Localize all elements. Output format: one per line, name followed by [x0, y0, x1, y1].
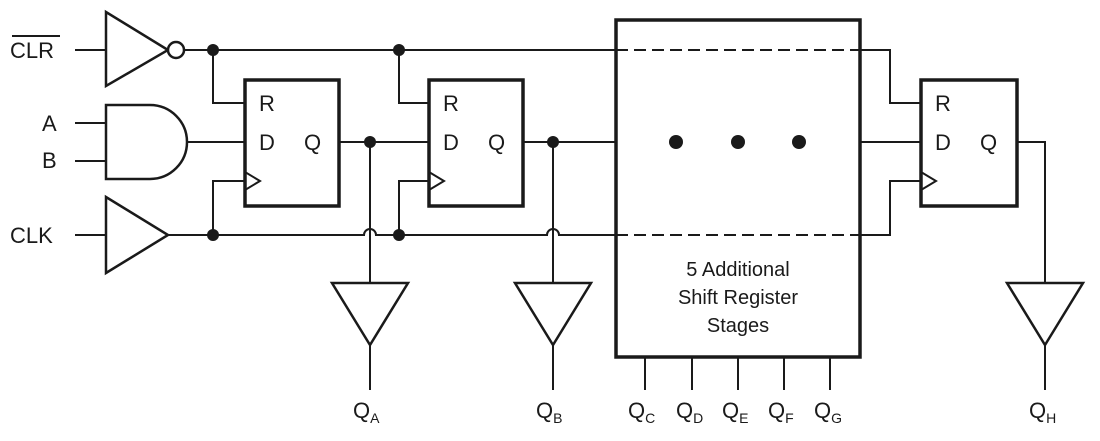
stages-label-line1: 5 Additional	[686, 259, 789, 281]
input-label-clk: CLK	[10, 223, 53, 248]
output-label-qa: QA	[353, 398, 380, 426]
output-label-qh: QH	[1029, 398, 1056, 426]
qh-output-buffer	[1004, 281, 1086, 348]
clk-to-ff2-wire	[398, 180, 429, 235]
stages-label-line2: Shift Register	[678, 287, 798, 309]
ff2-pin-d: D	[443, 130, 459, 155]
junction-dot	[393, 229, 405, 241]
junction-dot	[207, 229, 219, 241]
input-label-a: A	[42, 111, 57, 136]
clk-bus	[168, 228, 616, 236]
clr-buffer-gate	[104, 9, 171, 89]
ff1-pin-q: Q	[304, 130, 321, 155]
ff1-clock-triangle	[244, 171, 262, 191]
ff2-clock-triangle	[428, 171, 446, 191]
ff8-clock-triangle	[920, 171, 938, 191]
output-label-qg: QG	[814, 398, 842, 426]
clr-to-ff8-wire	[860, 49, 921, 104]
ff1-pin-d: D	[259, 130, 275, 155]
output-label-qf: QF	[768, 398, 794, 426]
output-label-qc: QC	[628, 398, 655, 426]
ff1-pin-r: R	[259, 91, 275, 116]
and-gate	[104, 103, 189, 181]
junction-dot	[393, 44, 405, 56]
ff2-pin-r: R	[443, 91, 459, 116]
qh-tap-wire	[1017, 141, 1046, 283]
ff8-pin-q: Q	[980, 130, 997, 155]
input-label-b: B	[42, 148, 57, 173]
ff8-pin-d: D	[935, 130, 951, 155]
additional-stages-block	[614, 18, 862, 359]
junction-dot	[207, 44, 219, 56]
clr-to-ff1-wire	[212, 50, 245, 104]
ff8-pin-r: R	[935, 91, 951, 116]
clk-buffer-gate	[104, 194, 171, 276]
flipflop-8	[919, 78, 1019, 208]
ellipsis-dot	[669, 135, 683, 149]
ellipsis-dot	[731, 135, 745, 149]
output-label-qb: QB	[536, 398, 562, 426]
clr-inversion-bubble	[166, 40, 186, 60]
clk-to-ff8-wire	[860, 180, 921, 236]
stages-label-line3: Stages	[707, 315, 769, 337]
ff2-pin-q: Q	[488, 130, 505, 155]
ellipsis-dot	[792, 135, 806, 149]
clk-to-ff1-wire	[212, 180, 245, 235]
flipflop-1	[243, 78, 341, 208]
input-label-clr: CLR	[10, 38, 54, 63]
qb-output-buffer	[512, 281, 594, 348]
qa-output-buffer	[329, 281, 411, 348]
clr-to-ff2-wire	[398, 50, 429, 104]
flipflop-2	[427, 78, 525, 208]
output-label-qd: QD	[676, 398, 703, 426]
output-label-qe: QE	[722, 398, 748, 426]
